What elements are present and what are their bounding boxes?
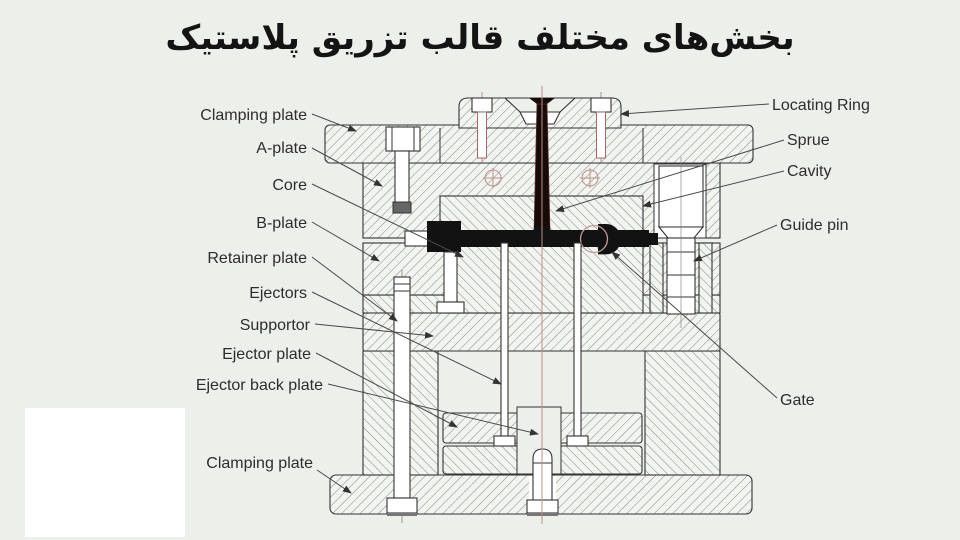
right-spacer-block-shape	[644, 350, 721, 476]
label-a-plate: A-plate	[256, 140, 307, 157]
molded-part-shape	[404, 221, 658, 255]
label-guide-pin: Guide pin	[780, 217, 849, 234]
label-locating-ring: Locating Ring	[772, 97, 870, 114]
ejector-pin	[493, 242, 516, 447]
label-gate: Gate	[780, 392, 815, 409]
label-ejectors: Ejectors	[249, 285, 307, 302]
label-core: Core	[272, 177, 307, 194]
leader-lines	[311, 103, 785, 494]
locating-ring-bolt	[590, 92, 612, 162]
label-b-plate: B-plate	[256, 215, 307, 232]
label-cavity: Cavity	[787, 163, 831, 180]
label-sprue: Sprue	[787, 132, 830, 149]
watermark-box	[25, 408, 185, 537]
label-ejector-plate: Ejector plate	[222, 346, 311, 363]
labels: Clamping plate A-plate Core B-plate Reta…	[196, 97, 870, 472]
water-line-symbol	[483, 168, 503, 188]
water-line-symbol	[580, 168, 600, 188]
label-retainer-plate: Retainer plate	[207, 250, 307, 267]
label-ejector-back-plate: Ejector back plate	[196, 377, 323, 394]
label-clamping-plate-bottom: Clamping plate	[206, 455, 313, 472]
label-clamping-plate-top: Clamping plate	[200, 107, 307, 124]
core-insert-shape	[446, 242, 644, 314]
ejector-pin	[566, 242, 589, 447]
cap-screw	[385, 126, 421, 214]
part-circle-detail	[579, 224, 609, 254]
guide-pin-shape	[649, 157, 713, 328]
label-supportor: Supportor	[240, 317, 311, 334]
page-title: بخش‌های مختلف قالب تزریق پلاستیک	[165, 18, 795, 58]
ejector-sleeve	[436, 251, 465, 314]
locating-ring-bolt	[471, 92, 493, 162]
